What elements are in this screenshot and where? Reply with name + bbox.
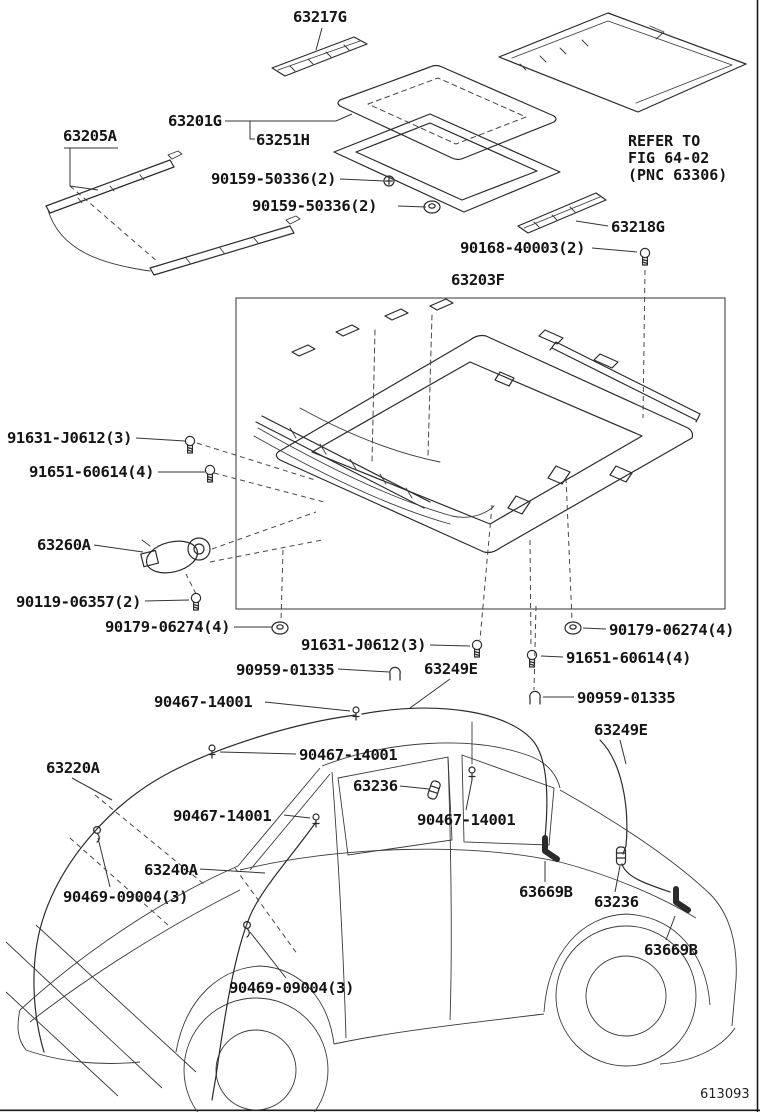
part-label-63218G[interactable]: 63218G — [611, 218, 665, 236]
hose-joint-63236-1 — [426, 779, 442, 801]
part-label-90959-01335-1[interactable]: 90959-01335 — [236, 661, 335, 679]
sunshade-panel-drawing — [498, 12, 747, 113]
assembly-dashed-lines — [69, 185, 646, 956]
refer-note: REFER TO FIG 64-02 (PNC 63306) — [628, 133, 727, 184]
part-label-90467-14001-1[interactable]: 90467-14001 — [154, 693, 253, 711]
part-label-90469-09004-1[interactable]: 90469-09004(3) — [63, 888, 189, 906]
rear-drain-hose-63249E-b — [599, 739, 671, 893]
front-drain-hose-63220A — [33, 714, 357, 1053]
glass-panel-63201G-drawing — [337, 64, 557, 161]
bolt-91651-1 — [204, 464, 216, 483]
part-label-90959-01335-2[interactable]: 90959-01335 — [577, 689, 676, 707]
clip-90467-4 — [468, 766, 476, 781]
screw-90168 — [639, 247, 651, 266]
part-label-63220A[interactable]: 63220A — [46, 759, 100, 777]
part-label-90469-09004-2[interactable]: 90469-09004(3) — [229, 979, 355, 997]
refer-note-line2: FIG 64-02 — [628, 149, 710, 167]
part-label-90179-06274-2[interactable]: 90179-06274(4) — [609, 621, 735, 639]
part-label-90467-14001-3[interactable]: 90467-14001 — [173, 807, 272, 825]
part-label-91631-J0612-1[interactable]: 91631-J0612(3) — [7, 429, 133, 447]
screw-90159-1 — [383, 175, 395, 187]
housing-frame-drawing — [253, 298, 701, 554]
clip-90959-1 — [389, 666, 401, 681]
rear-drain-hose-63249E-a — [361, 707, 548, 839]
refer-note-line3: (PNC 63306) — [628, 166, 728, 184]
bolt-91631-2 — [471, 639, 483, 658]
part-label-63217G[interactable]: 63217G — [293, 8, 347, 26]
roof-rail-63217G-drawing — [271, 36, 368, 77]
drain-elbow-63669B-1 — [542, 835, 560, 862]
part-label-63669B-1[interactable]: 63669B — [519, 883, 573, 901]
part-label-90467-14001-2[interactable]: 90467-14001 — [299, 746, 398, 764]
grommet-90159-2 — [423, 200, 441, 214]
clip-90467-1 — [352, 706, 360, 721]
part-label-63203F[interactable]: 63203F — [451, 271, 505, 289]
part-label-90119-06357[interactable]: 90119-06357(2) — [16, 593, 142, 611]
seal-frame-63251H-drawing — [333, 113, 561, 213]
drain-rail-left-63205A-drawing — [45, 150, 301, 276]
car-body-drawing — [5, 742, 737, 1112]
drain-elbow-63669B-2 — [673, 886, 691, 913]
part-label-63669B-2[interactable]: 63669B — [644, 941, 698, 959]
clip-90467-2 — [208, 744, 216, 759]
part-label-90159-50336-1[interactable]: 90159-50336(2) — [211, 170, 337, 188]
grommet-90179-2 — [564, 621, 582, 635]
clip-90959-2 — [529, 690, 541, 705]
part-label-63236-2[interactable]: 63236 — [594, 893, 639, 911]
part-label-63205A[interactable]: 63205A — [63, 127, 117, 145]
part-label-63260A[interactable]: 63260A — [37, 536, 91, 554]
part-label-90159-50336-2[interactable]: 90159-50336(2) — [252, 197, 378, 215]
part-label-91651-60614-2[interactable]: 91651-60614(4) — [566, 649, 692, 667]
drive-motor-63260A-drawing — [140, 537, 211, 574]
part-label-63201G[interactable]: 63201G — [168, 112, 222, 130]
part-label-63249E-2[interactable]: 63249E — [594, 721, 648, 739]
housing-box-63203F — [235, 297, 726, 610]
part-label-90168-40003[interactable]: 90168-40003(2) — [460, 239, 586, 257]
part-label-90467-14001-4[interactable]: 90467-14001 — [417, 811, 516, 829]
part-label-90179-06274-1[interactable]: 90179-06274(4) — [105, 618, 231, 636]
part-label-63236-1[interactable]: 63236 — [353, 777, 398, 795]
part-label-91631-J0612-2[interactable]: 91631-J0612(3) — [301, 636, 427, 654]
grommet-90179-1 — [271, 621, 289, 635]
part-label-63249E-1[interactable]: 63249E — [424, 660, 478, 678]
screw-90119 — [190, 592, 202, 611]
part-label-91651-60614-1[interactable]: 91651-60614(4) — [29, 463, 155, 481]
part-label-63240A[interactable]: 63240A — [144, 861, 198, 879]
figure-number: 613093 — [700, 1087, 750, 1102]
refer-note-line1: REFER TO — [628, 132, 701, 150]
part-label-63251H[interactable]: 63251H — [256, 131, 310, 149]
leader-lines — [64, 27, 676, 979]
bolt-91631-1 — [184, 435, 196, 454]
drain-rail-right-63218G-drawing — [517, 192, 607, 234]
front-drain-hose-63240A — [211, 821, 317, 1101]
